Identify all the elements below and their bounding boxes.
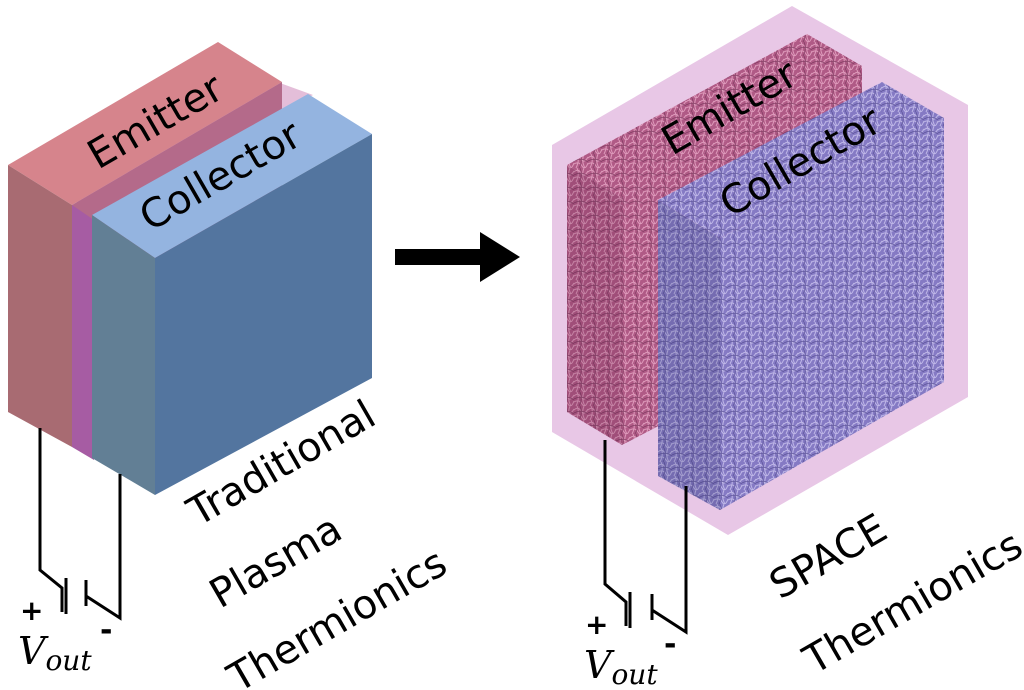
left-emitter-wire — [38, 428, 64, 612]
left-emitter-top-face — [8, 42, 282, 205]
right-emitter-top-face — [567, 34, 862, 198]
arrow-shaft — [395, 249, 485, 265]
right-collector-front-face — [720, 118, 944, 510]
left-emitter-front-face — [8, 165, 72, 447]
right-caption-line-1: SPACE — [762, 505, 895, 608]
right-collector-shade — [658, 200, 720, 510]
right-collector-wire — [650, 486, 688, 635]
arrow-head — [480, 232, 520, 282]
right-collector-top-face — [658, 82, 944, 238]
left-collector-top-face — [92, 94, 372, 258]
left-voltage-plus: + — [20, 594, 43, 627]
right-voltage-minus: - — [664, 627, 676, 662]
right-emitter-shade — [567, 165, 622, 445]
right-voltage-symbol: Vout — [584, 643, 658, 690]
left-collector-wire — [84, 474, 122, 621]
left-collector-front-face — [155, 134, 372, 495]
right-emitter-wire — [603, 440, 628, 626]
left-voltage-minus: - — [100, 613, 112, 648]
right-emitter-front-face — [567, 165, 622, 445]
left-voltage-symbol: Vout — [18, 629, 92, 677]
transition-arrow — [395, 232, 520, 282]
space-device: Emitter Collector + Vout - SPACE Thermio… — [552, 6, 1024, 690]
right-collector-side-face — [658, 200, 720, 510]
left-collector-side-face — [92, 215, 155, 495]
left-gap-strip — [72, 205, 94, 460]
right-voltage-plus: + — [585, 608, 608, 641]
traditional-device: Emitter Collector + Vout - Traditional P… — [8, 42, 455, 690]
